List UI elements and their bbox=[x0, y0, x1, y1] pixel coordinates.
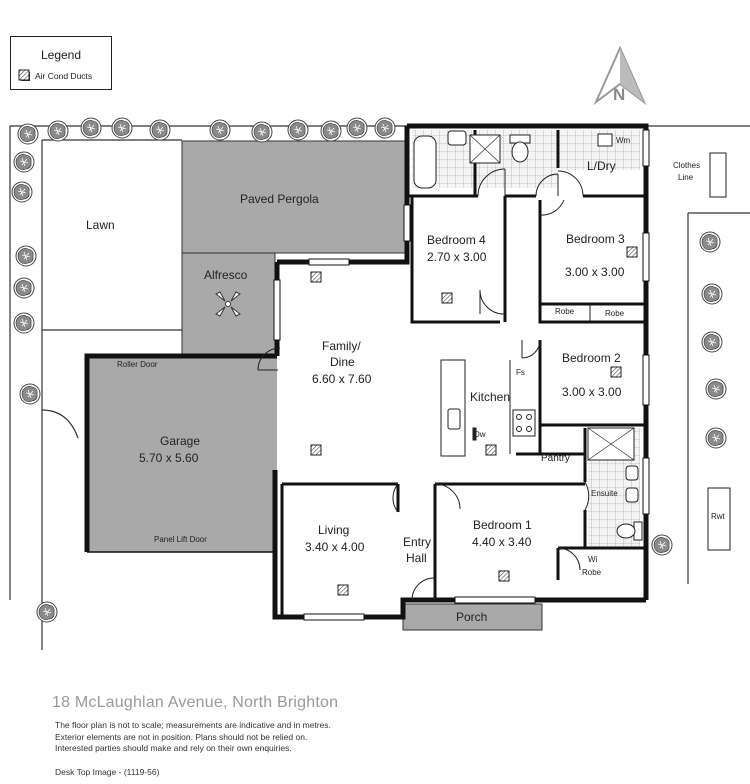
bedroom4-label: Bedroom 4 bbox=[427, 233, 486, 247]
image-code: Desk Top Image - (1119-56) bbox=[55, 767, 160, 777]
north-arrow-icon bbox=[593, 45, 647, 106]
line-label: Line bbox=[678, 173, 694, 182]
paved-pergola-area bbox=[181, 140, 407, 254]
disclaimer-line-1: The floor plan is not to scale; measurem… bbox=[55, 720, 331, 730]
robe-label-b: Robe bbox=[605, 309, 625, 318]
living-label: Living bbox=[318, 523, 350, 537]
family-size: 6.60 x 7.60 bbox=[312, 372, 372, 386]
family-label: Family/ bbox=[322, 339, 361, 353]
laundry-label: L/Dry bbox=[587, 159, 616, 173]
hall-label: Hall bbox=[406, 551, 427, 565]
porch-area bbox=[402, 603, 543, 631]
robe-label-a: Robe bbox=[555, 307, 575, 316]
bedroom3-label: Bedroom 3 bbox=[566, 232, 625, 246]
disclaimer-line-3: Interested parties should make and rely … bbox=[55, 743, 292, 753]
kitchen-label: Kitchen bbox=[470, 390, 511, 404]
bedroom1-size: 4.40 x 3.40 bbox=[472, 535, 532, 549]
bedroom4-size: 2.70 x 3.00 bbox=[427, 250, 487, 264]
panel-lift-door-label: Panel Lift Door bbox=[154, 535, 207, 544]
doors bbox=[257, 168, 590, 601]
internal-walls bbox=[280, 130, 646, 617]
pantry-label: Pantry bbox=[541, 453, 570, 464]
walk-in-label: Wi bbox=[588, 555, 598, 564]
garage-area bbox=[87, 356, 277, 552]
garage-size: 5.70 x 5.60 bbox=[139, 451, 199, 465]
walk-in-robe-label: Robe bbox=[582, 568, 602, 577]
rwt-label: Rwt bbox=[711, 512, 725, 521]
clothes-line bbox=[709, 152, 727, 198]
lawn-label: Lawn bbox=[86, 218, 115, 232]
garage-label: Garage bbox=[160, 434, 201, 448]
bedroom1-label: Bedroom 1 bbox=[473, 518, 532, 532]
paved-pergola-label: Paved Pergola bbox=[240, 192, 319, 206]
dishwasher-label: Dw bbox=[474, 430, 486, 439]
legend-title: Legend bbox=[40, 48, 82, 62]
fridge-space-label: Fs bbox=[516, 368, 525, 377]
kitchen-bench bbox=[440, 359, 536, 457]
bedroom2-size: 3.00 x 3.00 bbox=[562, 385, 622, 399]
rainwater-tank bbox=[707, 487, 731, 551]
clothes-label: Clothes bbox=[673, 161, 701, 170]
garage-walls bbox=[84, 353, 278, 552]
address-heading: 18 McLaughlan Avenue, North Brighton bbox=[52, 694, 339, 711]
bedroom3-size: 3.00 x 3.00 bbox=[565, 265, 625, 279]
windows bbox=[273, 129, 650, 621]
dine-label: Dine bbox=[330, 355, 355, 369]
bedroom2-label: Bedroom 2 bbox=[562, 351, 621, 365]
entry-label: Entry bbox=[403, 535, 432, 549]
roller-door-label: Roller Door bbox=[117, 360, 158, 369]
washing-machine-label: Wm bbox=[616, 136, 631, 145]
north-label: N bbox=[613, 85, 626, 104]
alfresco-label: Alfresco bbox=[204, 268, 248, 282]
porch-label: Porch bbox=[456, 610, 488, 624]
disclaimer-line-2: Exterior elements are not in position. P… bbox=[55, 731, 308, 742]
disclaimer: The floor plan is not to scale; measurem… bbox=[55, 720, 331, 755]
legend: Legend Air Cond Ducts bbox=[10, 36, 112, 90]
property-boundary bbox=[9, 125, 750, 650]
living-size: 3.40 x 4.00 bbox=[305, 540, 365, 554]
bathroom-fixtures bbox=[413, 130, 643, 541]
ensuite-label: Ensuite bbox=[591, 489, 618, 498]
ceiling-fan-icon bbox=[215, 291, 241, 317]
legend-item-label: Air Cond Ducts bbox=[35, 71, 93, 81]
